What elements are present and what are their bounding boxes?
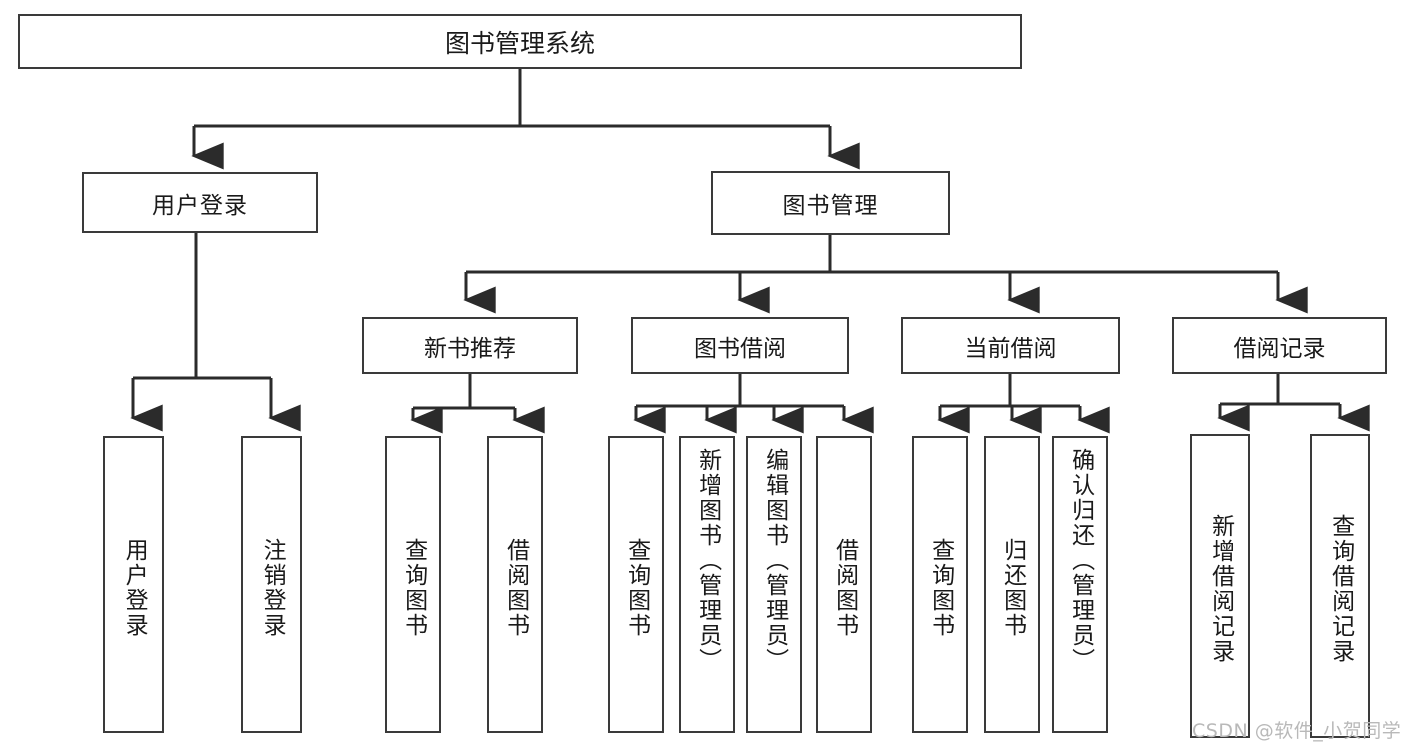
node-label: 注销登录 (259, 537, 286, 638)
node-user-login[interactable]: 用户登录 (82, 172, 318, 233)
leaf-node[interactable]: 用户登录 (103, 436, 164, 733)
node-label: 编辑图书（管理员） (761, 448, 788, 673)
node-label: 图书管理系统 (444, 28, 595, 58)
leaf-node[interactable]: 新增借阅记录 (1190, 434, 1250, 738)
node-label: 借阅图书 (831, 537, 858, 638)
node-root[interactable]: 图书管理系统 (18, 14, 1022, 69)
leaf-node[interactable]: 借阅图书 (816, 436, 872, 733)
node-label: 确认归还（管理员） (1067, 448, 1094, 673)
node-label: 新书推荐 (424, 335, 516, 362)
node-label: 借阅图书 (502, 537, 529, 638)
node-label: 用户登录 (152, 192, 248, 219)
leaf-node[interactable]: 查询图书 (608, 436, 664, 733)
leaf-node[interactable]: 查询借阅记录 (1310, 434, 1370, 738)
leaf-node[interactable]: 查询图书 (912, 436, 968, 733)
leaf-node[interactable]: 查询图书 (385, 436, 441, 733)
leaf-node[interactable]: 归还图书 (984, 436, 1040, 733)
node-book-management[interactable]: 图书管理 (711, 171, 950, 235)
leaf-node[interactable]: 确认归还（管理员） (1052, 436, 1108, 733)
node-label: 当前借阅 (964, 335, 1057, 362)
csdn-watermark: CSDN @软件_小贺同学 (1192, 720, 1402, 742)
node-label: 查询图书 (400, 537, 427, 638)
leaf-node[interactable]: 注销登录 (241, 436, 302, 733)
node-label: 图书借阅 (694, 335, 786, 362)
node-borrow-record[interactable]: 借阅记录 (1172, 317, 1387, 374)
node-label: 查询借阅记录 (1327, 514, 1354, 664)
node-label: 查询图书 (927, 537, 954, 638)
leaf-node[interactable]: 编辑图书（管理员） (746, 436, 802, 733)
node-current-borrow[interactable]: 当前借阅 (901, 317, 1120, 374)
node-new-book-recommend[interactable]: 新书推荐 (362, 317, 578, 374)
leaf-node[interactable]: 借阅图书 (487, 436, 543, 733)
node-label: 查询图书 (623, 537, 650, 638)
node-label: 新增借阅记录 (1207, 514, 1234, 664)
leaf-node[interactable]: 新增图书（管理员） (679, 436, 735, 733)
node-label: 用户登录 (121, 537, 148, 638)
node-book-borrow[interactable]: 图书借阅 (631, 317, 849, 374)
node-label: 归还图书 (999, 537, 1026, 638)
node-label: 新增图书（管理员） (694, 448, 721, 673)
node-label: 图书管理 (782, 193, 879, 219)
node-label: 借阅记录 (1233, 335, 1326, 362)
